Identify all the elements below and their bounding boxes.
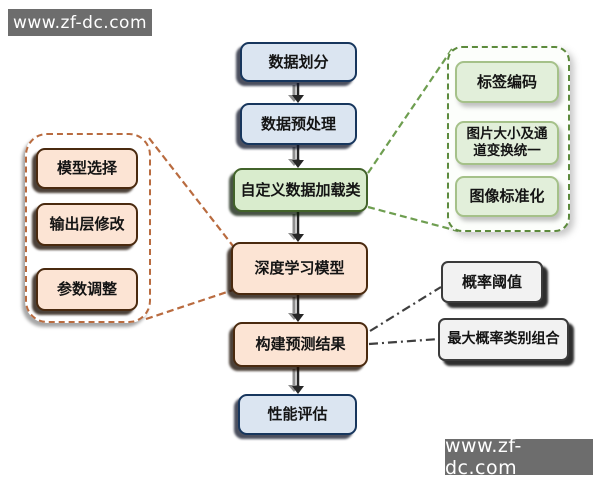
right-item-img-norm[interactable]: 图像标准化 (455, 176, 559, 217)
arrow-model-pred (288, 295, 304, 322)
result-item-max-prob-combo[interactable]: 最大概率类别组合 (438, 318, 569, 361)
flow-node-build-pred[interactable]: 构建预测结果 (233, 322, 368, 367)
left-item-model-select[interactable]: 模型选择 (36, 148, 138, 189)
dashed-line-leftgroup-bottom (145, 288, 234, 321)
arrow-pred-eval (288, 367, 304, 394)
left-item-param-tune[interactable]: 参数调整 (36, 268, 138, 311)
watermark-top: www.zf-dc.com (8, 9, 152, 36)
result-item-prob-threshold[interactable]: 概率阈值 (441, 261, 543, 303)
arrow-datasplit-preprocess (288, 83, 304, 103)
dashdot-line-prob-threshold (369, 286, 442, 332)
flow-node-perf-eval[interactable]: 性能评估 (238, 394, 357, 435)
dashed-line-rightgroup-bottom (367, 205, 459, 233)
flow-node-dl-model[interactable]: 深度学习模型 (231, 242, 368, 295)
dashed-line-leftgroup-top (148, 137, 234, 247)
flow-node-preprocess[interactable]: 数据预处理 (240, 103, 357, 145)
flow-node-custom-loader[interactable]: 自定义数据加载类 (233, 168, 368, 212)
right-item-img-resize[interactable]: 图片大小及通道变换统一 (455, 121, 559, 165)
arrow-loader-model (288, 212, 304, 242)
flow-node-data-split[interactable]: 数据划分 (240, 42, 357, 82)
arrow-preprocess-loader (288, 145, 304, 168)
dashdot-line-max-prob (368, 337, 440, 346)
model-tuning-group (25, 133, 151, 323)
right-item-label-encode[interactable]: 标签编码 (455, 61, 559, 103)
dashed-line-rightgroup-top (367, 48, 453, 174)
left-item-output-layer[interactable]: 输出层修改 (36, 203, 138, 246)
watermark-bottom: www.zf-dc.com (445, 435, 593, 479)
